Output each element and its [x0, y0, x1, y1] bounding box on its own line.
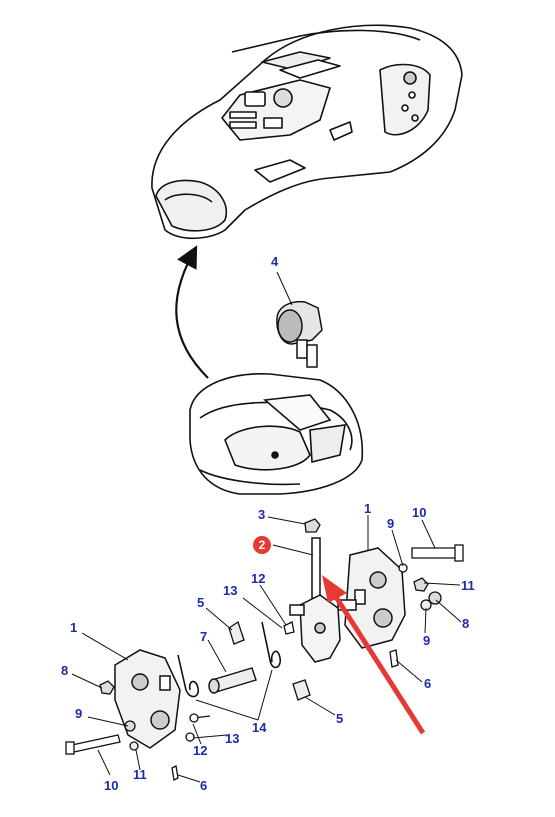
callout-10-right: 10 [412, 505, 427, 520]
assembly-arrow [175, 245, 209, 379]
gear-lever [289, 537, 341, 663]
right-bracket-plate [337, 547, 406, 649]
torsion-springs [177, 621, 282, 698]
callout-13-bottom: 13 [225, 731, 240, 746]
callout-6-right: 6 [424, 676, 432, 691]
callout-11-right: 11 [461, 578, 475, 593]
callout-5-bottom: 5 [336, 711, 344, 726]
callout-9-right: 9 [423, 633, 431, 648]
callout-12-bottom: 12 [193, 743, 208, 758]
left-fasteners [65, 680, 179, 781]
callout-10-left: 10 [104, 778, 119, 793]
callout-8-right: 8 [462, 616, 470, 631]
callout-11-left: 11 [133, 767, 147, 782]
pivot-pin [208, 667, 257, 694]
callout-14: 14 [252, 720, 267, 735]
highlight-badge-2: 2 [253, 536, 271, 554]
callout-4: 4 [271, 254, 279, 269]
highlight-arrow [322, 575, 426, 735]
callout-9-left: 9 [75, 706, 83, 721]
upper-console-housing [151, 24, 463, 240]
lower-console-shroud [189, 373, 364, 495]
callout-8-left: 8 [61, 663, 69, 678]
callout-3: 3 [258, 507, 266, 522]
callout-7: 7 [200, 629, 208, 644]
callout-9-top: 9 [387, 516, 395, 531]
callout-1-right: 1 [364, 501, 372, 516]
callout-1-left: 1 [70, 620, 78, 635]
gear-knob [276, 300, 323, 368]
left-bracket-plate [114, 649, 181, 749]
callout-13-top: 13 [223, 583, 238, 598]
callout-6-left: 6 [200, 778, 208, 793]
fasteners [185, 518, 464, 742]
callout-12-center: 12 [251, 571, 266, 586]
callout-5-top: 5 [197, 595, 205, 610]
leader-lines [71, 271, 462, 783]
